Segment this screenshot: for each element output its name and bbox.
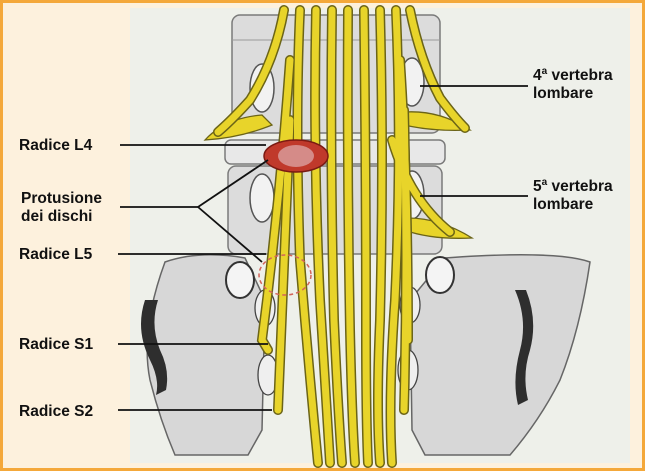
sacral-foramen-right-1 <box>426 257 454 293</box>
foramen-left-l5 <box>250 174 274 222</box>
label-protusione-line1: Protusione <box>21 190 102 207</box>
label-vertebra-5-line2: lombare <box>533 196 594 213</box>
label-vertebra-4-line2: lombare <box>533 85 594 102</box>
sacral-foramen-left-1 <box>226 262 254 298</box>
label-radice-s2: Radice S2 <box>19 403 93 420</box>
disc-protrusion-l4 <box>264 140 328 172</box>
label-protusione-line2: dei dischi <box>21 208 93 225</box>
label-radice-l5: Radice L5 <box>19 246 93 263</box>
label-radice-s1: Radice S1 <box>19 336 93 353</box>
label-radice-l4: Radice L4 <box>19 137 93 154</box>
